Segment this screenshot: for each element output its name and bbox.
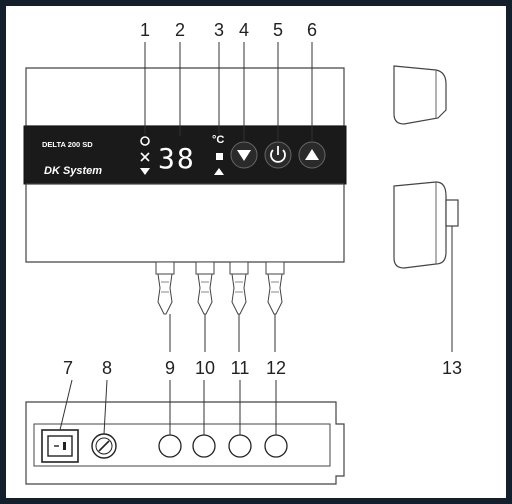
side-view: [393, 65, 459, 269]
callout-8: 8: [102, 358, 112, 378]
front-view: DELTA 200 SD DK System 38 °C: [23, 67, 347, 315]
housing-bottom: [25, 183, 345, 263]
callout-7: 7: [63, 358, 73, 378]
callout-10: 10: [195, 358, 215, 378]
bottom-housing: [25, 401, 345, 485]
cable-gland-9: [155, 261, 175, 315]
callout-labels: 1 2 3 4 5 6 7 8 9 10 11 12 13: [63, 20, 462, 378]
down-indicator-icon: [140, 168, 150, 175]
power-icon: [270, 146, 286, 163]
temperature-display: 38: [158, 142, 196, 175]
triangle-up-icon: [305, 149, 319, 160]
housing-top: [25, 67, 345, 127]
button-power[interactable]: [264, 141, 292, 169]
callout-2: 2: [175, 20, 185, 40]
bottom-plate: [33, 423, 331, 467]
model-label: DELTA 200 SD: [42, 140, 93, 149]
pump-indicator-icon: [140, 136, 150, 146]
fuse-holder[interactable]: [91, 433, 117, 459]
celsius-unit: °C: [212, 134, 224, 146]
cable-hole-12: [264, 434, 288, 458]
callout-4: 4: [239, 20, 249, 40]
fan-indicator-icon: [140, 152, 150, 162]
callout-11: 11: [231, 358, 250, 378]
cable-hole-9: [158, 434, 182, 458]
triangle-down-icon: [237, 150, 251, 161]
cable-gland-12: [265, 261, 285, 315]
callout-13: 13: [442, 358, 462, 378]
bottom-view: [25, 401, 345, 485]
callout-12: 12: [266, 358, 286, 378]
power-switch[interactable]: [41, 429, 79, 463]
button-down[interactable]: [230, 141, 258, 169]
mode-indicator-icon: [216, 153, 223, 160]
cable-hole-10: [192, 434, 216, 458]
callout-3: 3: [214, 20, 224, 40]
cable-gland-10: [195, 261, 215, 315]
control-panel: [23, 125, 347, 185]
callout-6: 6: [307, 20, 317, 40]
unit-indicators: °C: [212, 134, 224, 175]
leader-lines: [59, 42, 453, 435]
callout-1: 1: [140, 20, 150, 40]
diagram-frame: DELTA 200 SD DK System 38 °C: [6, 6, 506, 498]
mounting-clip: [445, 199, 459, 227]
cable-glands: [155, 261, 285, 315]
up-indicator-icon: [214, 168, 224, 175]
cable-gland-11: [229, 261, 249, 315]
callout-5: 5: [273, 20, 283, 40]
side-housing-bottom: [393, 181, 447, 269]
cable-hole-11: [228, 434, 252, 458]
controller-diagram: DELTA 200 SD DK System 38 °C: [23, 20, 462, 485]
callout-9: 9: [165, 358, 175, 378]
status-indicators: [140, 136, 150, 175]
rocker-switch-icon: [47, 435, 73, 457]
side-housing-top: [393, 65, 447, 125]
fuse-holder-icon: [98, 440, 110, 452]
brand-label: DK System: [44, 165, 102, 177]
button-up[interactable]: [298, 141, 326, 169]
